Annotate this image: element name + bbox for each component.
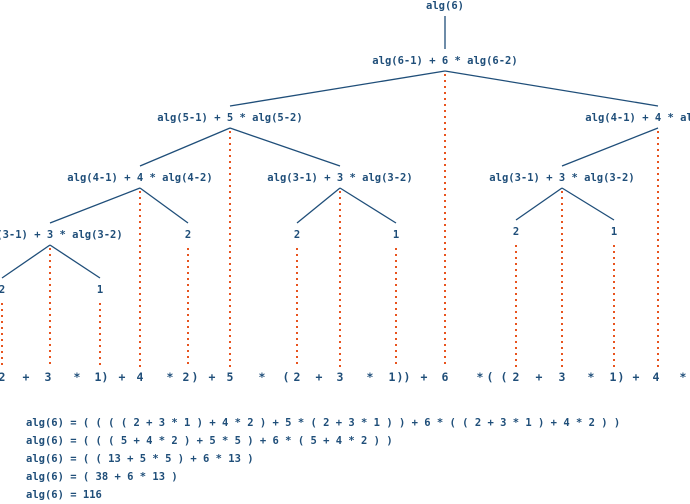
expression-paren: ) xyxy=(397,370,404,384)
tree-node-label: alg(4-1) + 4 * alg(4-2) xyxy=(67,172,212,184)
expression-token: 6 xyxy=(442,370,449,384)
expression-paren: ) xyxy=(102,370,109,384)
expression-paren: ) xyxy=(192,370,199,384)
solid-edges xyxy=(1,16,659,279)
expression-token: * xyxy=(477,370,484,384)
expression-paren: ( xyxy=(487,370,494,384)
evaluation-steps: alg(6) = ( ( ( ( 2 + 3 * 1 ) + 4 * 2 ) +… xyxy=(26,414,620,504)
tree-edge xyxy=(1,244,51,279)
expression-paren: ) xyxy=(618,370,625,384)
tree-node-label: 1 xyxy=(97,284,103,296)
expression-token: * xyxy=(367,370,374,384)
expression-token: 4 xyxy=(653,370,660,384)
tree-edge xyxy=(296,187,341,224)
expression-token: + xyxy=(209,370,216,384)
expression-token: 2 xyxy=(0,370,5,384)
expression-token: * xyxy=(588,370,595,384)
expression-token: 1 xyxy=(95,370,102,384)
expression-token: 3 xyxy=(45,370,52,384)
tree-node-label: alg(3-1) + 3 * alg(3-2) xyxy=(489,172,634,184)
evaluation-step: alg(6) = ( ( ( ( 2 + 3 * 1 ) + 4 * 2 ) +… xyxy=(26,417,621,429)
expression-token: + xyxy=(119,370,126,384)
expression-paren: ) xyxy=(404,370,411,384)
tree-node-label: 2 xyxy=(513,226,519,238)
tree-node-label: alg(6-1) + 6 * alg(6-2) xyxy=(372,55,517,67)
tree-node-label: alg(6) xyxy=(426,0,464,12)
tree-edge xyxy=(339,187,397,224)
expression-token: 2 xyxy=(294,370,301,384)
dotted-edges xyxy=(1,74,659,367)
expression-token: + xyxy=(23,370,30,384)
evaluation-step: alg(6) = ( 38 + 6 * 13 ) xyxy=(26,471,178,483)
evaluation-step: alg(6) = ( ( 13 + 5 * 5 ) + 6 * 13 ) xyxy=(26,453,254,465)
tree-node-label: alg(4-1) + 4 * alg(4-2) xyxy=(585,112,690,124)
tree-edge xyxy=(229,70,446,107)
expression-token: 5 xyxy=(227,370,234,384)
expression-token: + xyxy=(633,370,640,384)
tree-edge xyxy=(139,187,189,224)
expression-token: + xyxy=(316,370,323,384)
tree-node-label: alg(3-1) + 3 * alg(3-2) xyxy=(0,229,123,241)
expression-token: + xyxy=(536,370,543,384)
expression-token: 2 xyxy=(513,370,520,384)
expression-token: * xyxy=(259,370,266,384)
expression-token: 3 xyxy=(337,370,344,384)
tree-edge xyxy=(49,187,141,224)
tree-node-label: 1 xyxy=(393,229,399,241)
expanded-expression-row: 2+3*1)+4*2)+5*(2+3*1))+6*((2+3*1)+4* xyxy=(0,370,687,384)
expression-token: * xyxy=(167,370,174,384)
tree-node-label: alg(3-1) + 3 * alg(3-2) xyxy=(267,172,412,184)
tree-node-label: 1 xyxy=(611,226,617,238)
evaluation-step: alg(6) = 116 xyxy=(26,489,102,501)
tree-edge xyxy=(515,187,563,221)
node-labels: alg(6) alg(6-1) + 6 * alg(6-2) alg(5-1) + … xyxy=(0,0,690,296)
expression-token: 1 xyxy=(610,370,617,384)
expression-token: 1 xyxy=(389,370,396,384)
expression-token: 2 xyxy=(183,370,190,384)
expression-token: + xyxy=(421,370,428,384)
expression-paren: ( xyxy=(501,370,508,384)
tree-node-label: 2 xyxy=(0,284,5,296)
tree-edge xyxy=(139,127,231,167)
evaluation-step: alg(6) = ( ( ( 5 + 4 * 2 ) + 5 * 5 ) + 6… xyxy=(26,435,393,447)
tree-edge xyxy=(561,127,659,167)
expression-token: * xyxy=(74,370,81,384)
tree-edge xyxy=(444,70,659,107)
expression-paren: ( xyxy=(283,370,290,384)
tree-edge xyxy=(561,187,615,221)
tree-edge xyxy=(229,127,341,167)
recursion-tree: alg(6) alg(6-1) + 6 * alg(6-2) alg(5-1) + … xyxy=(0,0,690,384)
tree-node-label: alg(5-1) + 5 * alg(5-2) xyxy=(157,112,302,124)
tree-node-label: 2 xyxy=(185,229,191,241)
tree-node-label: 2 xyxy=(294,229,300,241)
expression-token: 4 xyxy=(137,370,144,384)
expression-token: 3 xyxy=(559,370,566,384)
tree-edge xyxy=(49,244,101,279)
expression-token: * xyxy=(680,370,687,384)
